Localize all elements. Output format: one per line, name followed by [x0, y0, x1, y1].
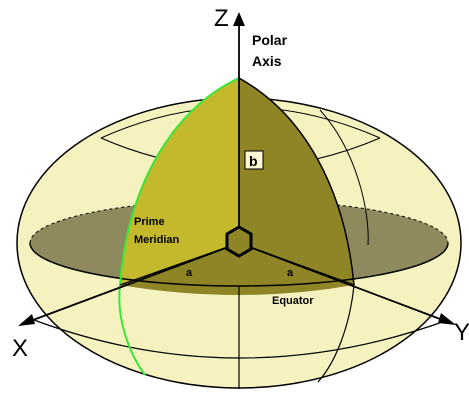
meridian-far-right	[319, 109, 369, 246]
y-axis-arrowhead	[438, 313, 456, 325]
equator-label: Equator	[272, 295, 314, 307]
prime-meridian-label-line1: Prime	[134, 216, 165, 228]
y-axis-label: Y	[454, 319, 469, 346]
meridian-right-upper	[238, 77, 355, 286]
a-right-label: a	[287, 267, 294, 279]
y-axis-line	[238, 242, 449, 323]
meridian-right-lower	[317, 284, 355, 383]
z-axis-label: Z	[214, 5, 229, 32]
b-label-box	[244, 150, 264, 170]
x-axis-label: X	[12, 335, 28, 362]
latitude-line-lower	[33, 319, 449, 359]
x-axis-line	[24, 242, 240, 324]
origin-hexagon	[225, 225, 253, 258]
prime-meridian-label-line2: Meridian	[134, 234, 180, 246]
b-semi-axis-label: b	[249, 153, 258, 169]
polar-axis-label-line1: Polar	[252, 32, 288, 48]
equator-front	[29, 242, 449, 287]
meridian-wedge-right	[239, 78, 354, 285]
prime-meridian-wedge	[120, 78, 239, 285]
a-left-label: a	[186, 267, 193, 279]
polar-axis-label-line2: Axis	[252, 53, 282, 69]
x-axis-arrowhead	[18, 314, 35, 326]
z-axis-arrowhead	[233, 12, 245, 26]
equatorial-sector	[120, 243, 354, 295]
prime-meridian-line	[118, 77, 240, 376]
